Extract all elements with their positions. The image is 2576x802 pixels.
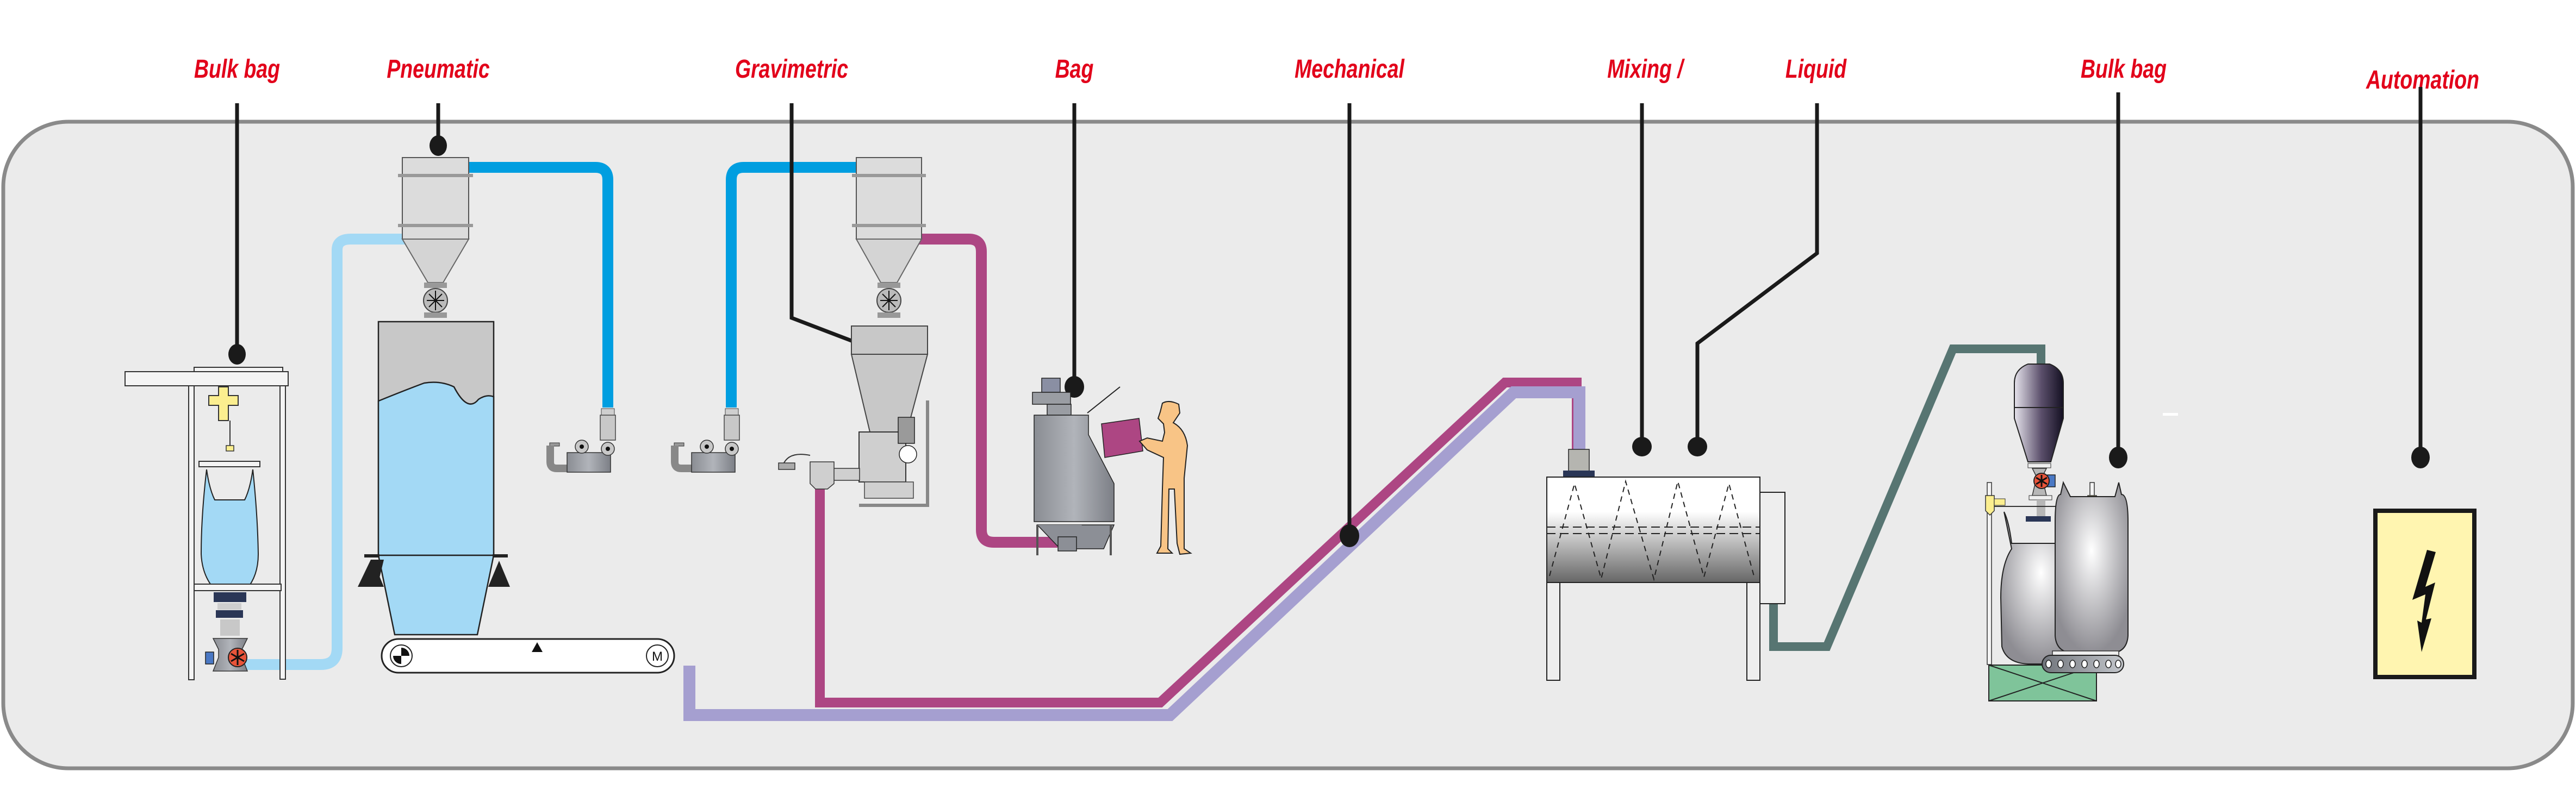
lavender-line-to-mixer — [683, 386, 1585, 721]
ribbon-mixer — [1546, 449, 1785, 681]
label-line: Bulk bag — [194, 55, 281, 84]
label-line: Liquid — [1785, 55, 1847, 84]
liquid-line — [1769, 344, 2045, 651]
label-line: Automation — [2366, 66, 2479, 95]
vacuum-line-2 — [726, 162, 856, 408]
gravimetric-feeder — [778, 325, 929, 507]
storage-silo — [358, 321, 510, 636]
vacuum-pump-2 — [671, 408, 740, 473]
operator-figure — [1101, 401, 1192, 555]
rotary-valve-icon — [2033, 473, 2050, 489]
callout-dots — [228, 135, 2430, 547]
process-panel — [1, 120, 2575, 770]
vacuum-receiver-1 — [398, 157, 473, 318]
vacuum-pump-1 — [546, 408, 616, 473]
label-line: Pneumatic — [387, 55, 490, 84]
belt-conveyor: M — [381, 638, 675, 674]
filled-bulk-bag-on-conveyor — [2042, 481, 2129, 673]
motor-icon: M — [652, 649, 663, 664]
vacuum-receiver-2 — [852, 157, 926, 318]
label-line: Mixing / — [1607, 55, 1683, 84]
rotary-valve-icon — [228, 648, 247, 667]
hoist-icon — [208, 386, 239, 421]
bag-dump-station — [1032, 378, 1121, 555]
indicator-dash — [2163, 413, 2178, 416]
label-line: Bag — [1055, 55, 1094, 84]
label-automation: Automation — [2366, 32, 2479, 129]
label-line: Mechanical — [1295, 55, 1404, 84]
callout-leaders — [235, 87, 2423, 535]
bulk-bag-unloader — [125, 367, 289, 680]
label-line: Gravimetric — [735, 55, 849, 84]
label-line: Bulk bag — [2080, 55, 2167, 84]
high-voltage-icon — [2412, 550, 2436, 652]
control-cabinet — [2373, 509, 2477, 679]
person-icon — [1138, 401, 1192, 555]
vacuum-line-1 — [468, 162, 613, 408]
magenta-line-bag-unloading — [919, 234, 1057, 548]
pneumatic-line-light-blue — [239, 234, 405, 670]
